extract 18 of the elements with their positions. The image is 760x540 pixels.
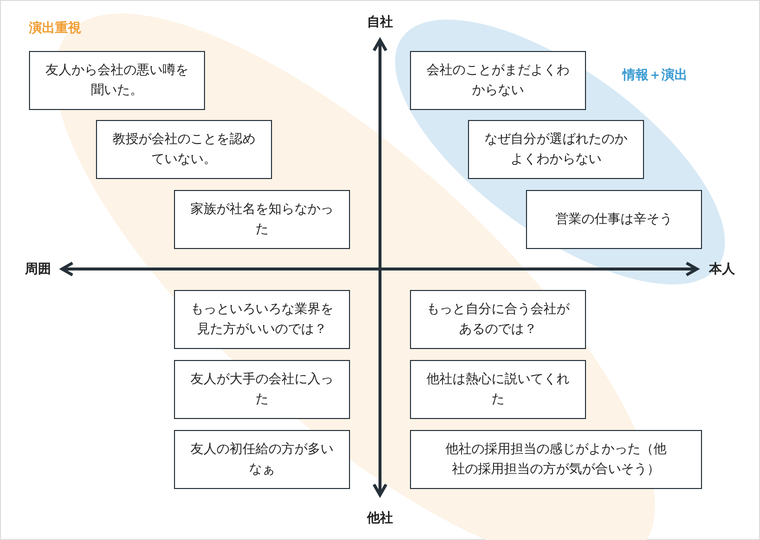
group-label: 演出重視: [29, 20, 81, 37]
text-box: もっといろいろな業界を見た方がいいのでは？: [174, 290, 350, 349]
text-box: 友人から会社の悪い噂を聞いた。: [29, 51, 205, 110]
axis-label: 本人: [709, 261, 735, 278]
text-box: なぜ自分が選ばれたのかよくわからない: [468, 120, 644, 179]
axis-label: 他社: [367, 510, 393, 527]
text-box: 教授が会社のことを認めていない。: [96, 120, 272, 179]
axis-label: 自社: [367, 14, 393, 31]
text-box: 家族が社名を知らなかった: [174, 190, 350, 249]
text-box: 会社のことがまだよくわからない: [410, 51, 586, 110]
text-box: 友人が大手の会社に入った: [174, 360, 350, 419]
axis-label: 周囲: [25, 261, 51, 278]
text-box: 友人の初任給の方が多いなぁ: [174, 430, 350, 489]
group-label: 情報＋演出: [622, 66, 688, 84]
text-box: もっと自分に合う会社があるのでは？: [410, 290, 586, 349]
text-box: 営業の仕事は辛そう: [526, 190, 702, 249]
text-box: 他社の採用担当の感じがよかった（他社の採用担当の方が気が合いそう）: [410, 430, 702, 489]
text-box: 他社は熱心に説いてくれた: [410, 360, 586, 419]
